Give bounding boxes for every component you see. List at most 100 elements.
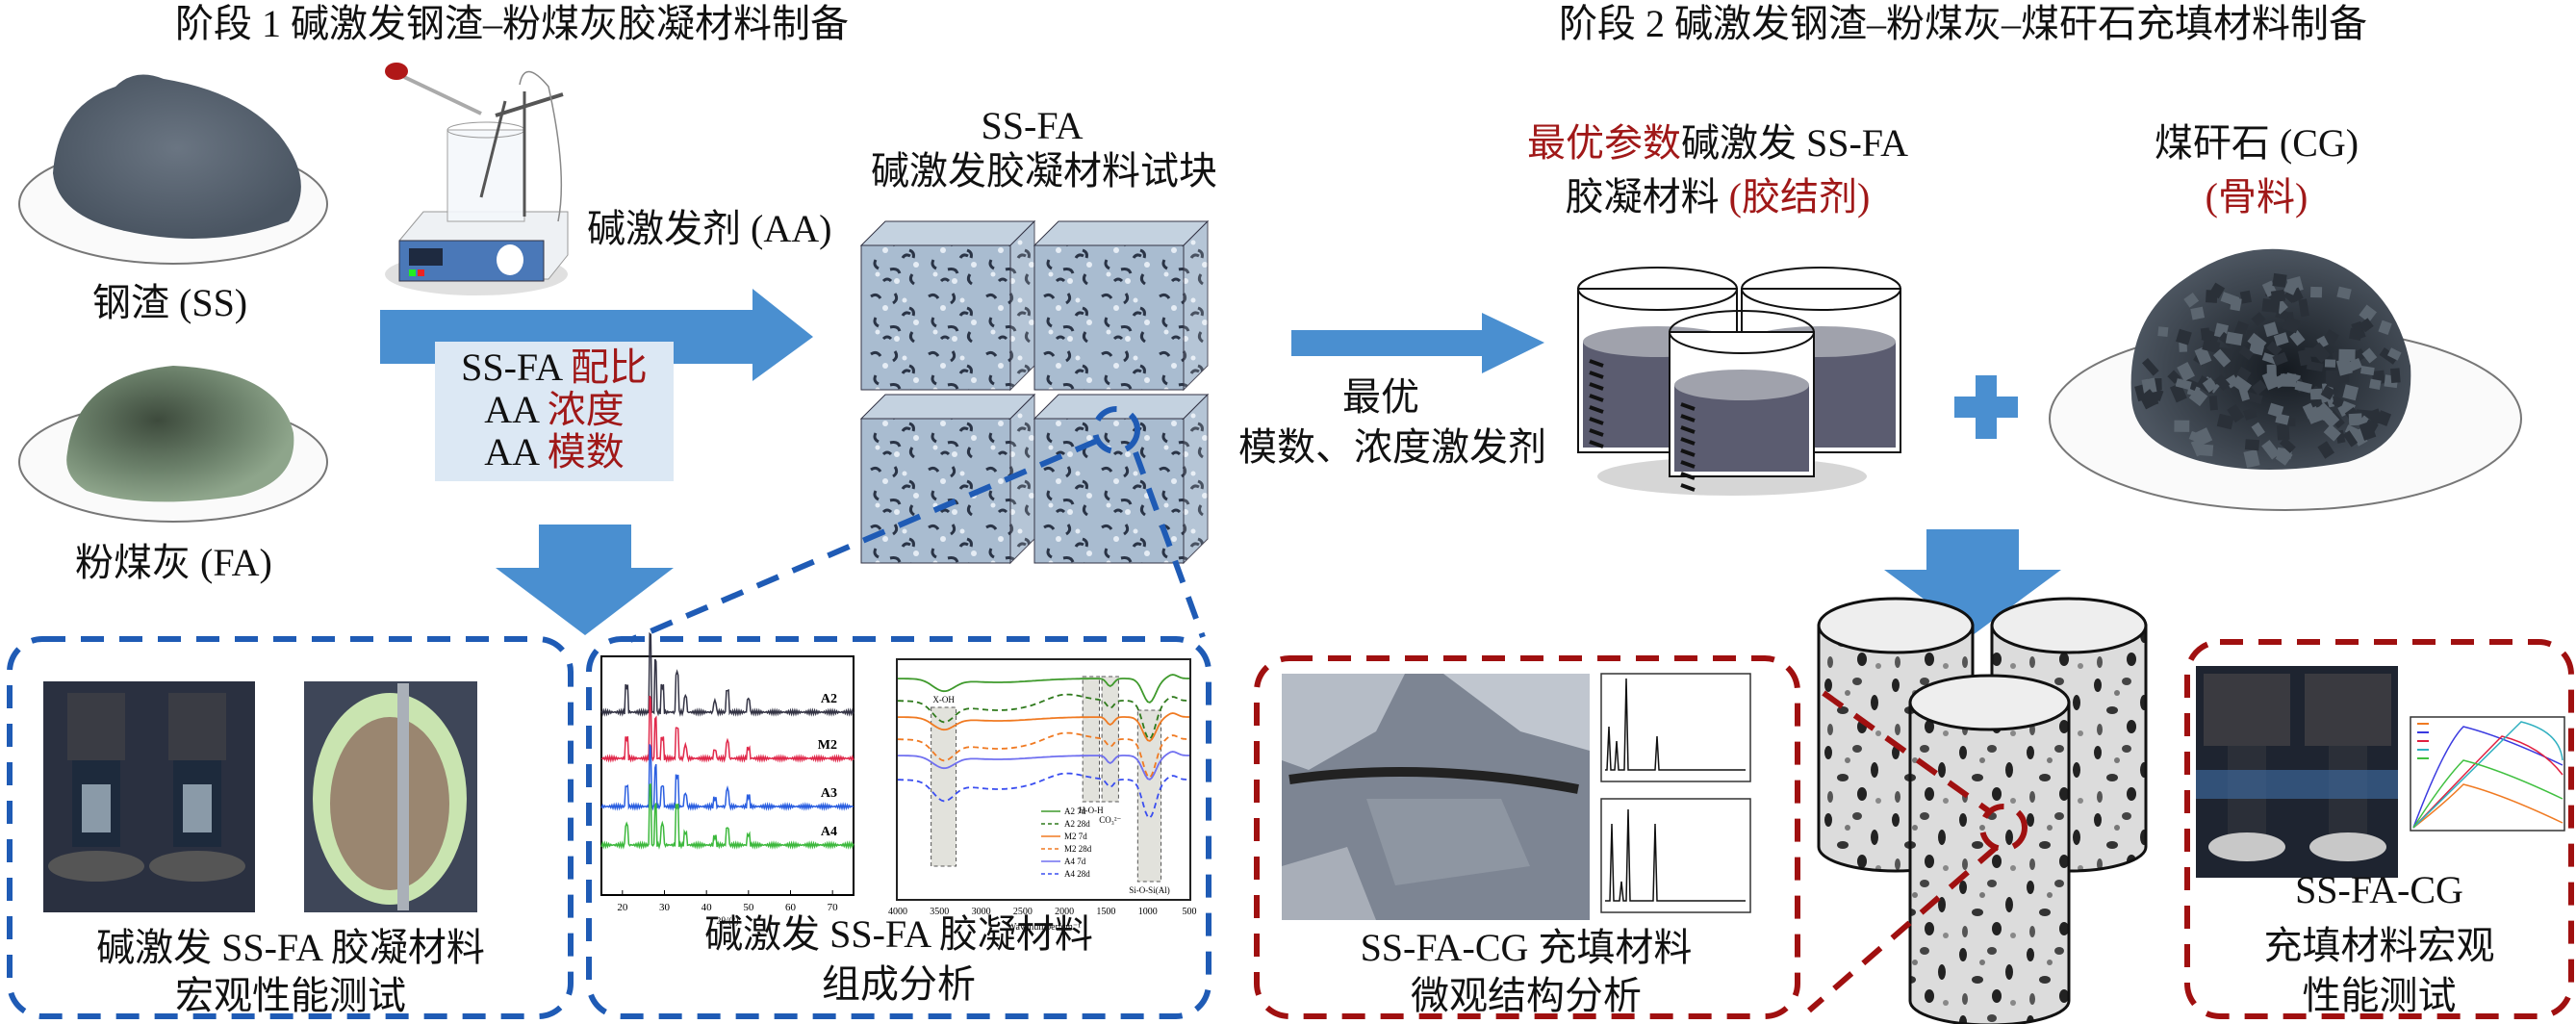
gangue-rock <box>2194 346 2212 366</box>
ftir-series <box>898 693 1189 741</box>
gangue-rock <box>2157 326 2169 338</box>
xrd-series-label: A2 <box>821 692 837 706</box>
gangue-rock <box>2324 329 2339 344</box>
specimen-cubes-image <box>859 219 1210 565</box>
beaker-graduation <box>1680 437 1696 446</box>
eds-frame <box>1600 673 1751 782</box>
ftir-band-label: Si-O-Si(Al) <box>1129 885 1170 895</box>
ftir-legend-label: A4 7d <box>1064 857 1086 866</box>
gangue-rock <box>2176 328 2192 346</box>
gangue-rock <box>2352 347 2366 363</box>
ftir-series <box>898 751 1189 781</box>
cube-front <box>1033 244 1185 391</box>
xrd-series-label: A4 <box>821 825 837 839</box>
gangue-rock <box>2302 402 2317 420</box>
gangue-rock <box>2338 348 2356 362</box>
gangue-rock <box>2361 347 2378 364</box>
gangue-rock <box>2243 407 2257 421</box>
macro-test-caption-1: 碱激发 SS-FA 胶凝材料 <box>96 926 485 969</box>
gangue-rock <box>2267 402 2284 419</box>
gangue-rock <box>2251 422 2265 438</box>
ftir-band <box>1082 676 1101 803</box>
gangue-rock <box>2246 392 2263 404</box>
beaker-graduation <box>1680 472 1696 480</box>
cylinder-top <box>1908 674 2071 731</box>
gangue-rock <box>2270 289 2286 303</box>
gangue-rock <box>2344 424 2363 439</box>
xrd-tick-label: 60 <box>785 902 797 913</box>
gangue-rock <box>2317 441 2334 459</box>
cylinder-top <box>1817 597 1975 654</box>
cube-top <box>859 394 1036 420</box>
beaker-rim <box>1577 267 1738 311</box>
arrow-right-stage2 <box>1291 313 1544 373</box>
gangue-rock <box>2243 448 2260 469</box>
ftir-band <box>1101 676 1119 803</box>
ftir-tick-label: 1000 <box>1138 907 1158 917</box>
filling-macro-caption-2: 充填材料宏观 <box>2263 924 2495 967</box>
binder-label-line1: 最优参数碱激发 SS-FA <box>1501 121 1934 166</box>
ftir-band-label: H-O-H <box>1079 806 1104 815</box>
cube-front <box>860 244 1011 391</box>
cube-side <box>1183 219 1209 392</box>
ftir-band-label: CO₃²⁻ <box>1099 815 1121 825</box>
filling-compression-photo <box>2196 666 2398 878</box>
coal-gangue-label: 煤矸石 (CG) <box>2154 121 2359 165</box>
gangue-rock <box>2190 438 2206 457</box>
eds-spectrum <box>1605 808 1746 902</box>
ftir-legend-label: M2 28d <box>1064 844 1092 854</box>
parameter-list: SS-FA 配比 AA 浓度 AA 模数 <box>435 346 674 474</box>
zoom-indicator-blue <box>628 406 1206 643</box>
composition-caption-2: 组成分析 <box>822 962 976 1006</box>
stress-strain-chart <box>2410 716 2565 832</box>
beaker-graduation <box>1680 460 1696 469</box>
gangue-rock <box>2141 357 2159 376</box>
gangue-rock <box>2324 359 2336 368</box>
beaker-graduation <box>1589 394 1604 402</box>
gangue-rock <box>2298 348 2312 367</box>
fly-ash-image <box>18 366 328 523</box>
parameter-box-bg <box>435 342 674 481</box>
param-ratio-prefix: SS-FA <box>461 346 571 389</box>
gangue-rock <box>2143 389 2159 406</box>
ftir-legend-label: A2 7d <box>1064 806 1086 816</box>
gangue-rock <box>2332 396 2346 409</box>
fly-ash-label: 粉煤灰 (FA) <box>75 541 272 584</box>
ftir-legend-label: A4 28d <box>1064 869 1090 879</box>
beaker-liquid-surface <box>1674 370 1809 400</box>
ftir-legend-label: M2 7d <box>1064 832 1087 841</box>
gangue-rock <box>2314 402 2334 422</box>
gangue-rock <box>2247 332 2267 351</box>
flow-ring-photo <box>304 681 477 912</box>
ftir-tick-label: 3500 <box>930 907 949 917</box>
gangue-rock <box>2294 380 2312 394</box>
aggregate-label: (骨料) <box>2205 175 2308 218</box>
ftir-legend-label: A2 28d <box>1064 819 1090 829</box>
ftir-tick-label: 4000 <box>888 907 907 917</box>
microstructure-caption-1: SS-FA-CG 充填材料 <box>1360 926 1693 969</box>
binder-label-line2: 胶凝材料 (胶结剂) <box>1501 175 1934 219</box>
gangue-rock <box>2169 382 2187 403</box>
stage1-title: 阶段 1 碱激发钢渣–粉煤灰胶凝材料制备 <box>175 2 849 45</box>
cylinder-top <box>1990 597 2148 654</box>
gangue-rock <box>2233 320 2249 338</box>
ftir-tick-label: 1500 <box>1096 907 1115 917</box>
xrd-frame <box>600 655 854 896</box>
eds-frame <box>1600 798 1751 913</box>
beaker-graduation <box>1589 405 1604 414</box>
xrd-xlabel: 2θ/(°) <box>716 916 738 927</box>
beaker-graduation <box>1680 448 1696 457</box>
gangue-rock <box>2378 320 2392 336</box>
beaker-graduation <box>1680 402 1696 411</box>
gangue-rock <box>2320 385 2335 400</box>
xrd-series-A3 <box>600 744 854 811</box>
optimal-label: 最优 <box>1342 375 1419 419</box>
steel-slag-label: 钢渣 (SS) <box>92 281 248 324</box>
ftir-series <box>898 731 1189 780</box>
gangue-rock <box>2200 327 2210 340</box>
ftir-series <box>898 674 1189 704</box>
gangue-rock <box>2251 379 2267 396</box>
binder-role: (胶结剂) <box>1728 175 1871 218</box>
cube-top <box>859 220 1036 246</box>
alkali-activator-label: 碱激发剂 (AA) <box>587 207 832 250</box>
